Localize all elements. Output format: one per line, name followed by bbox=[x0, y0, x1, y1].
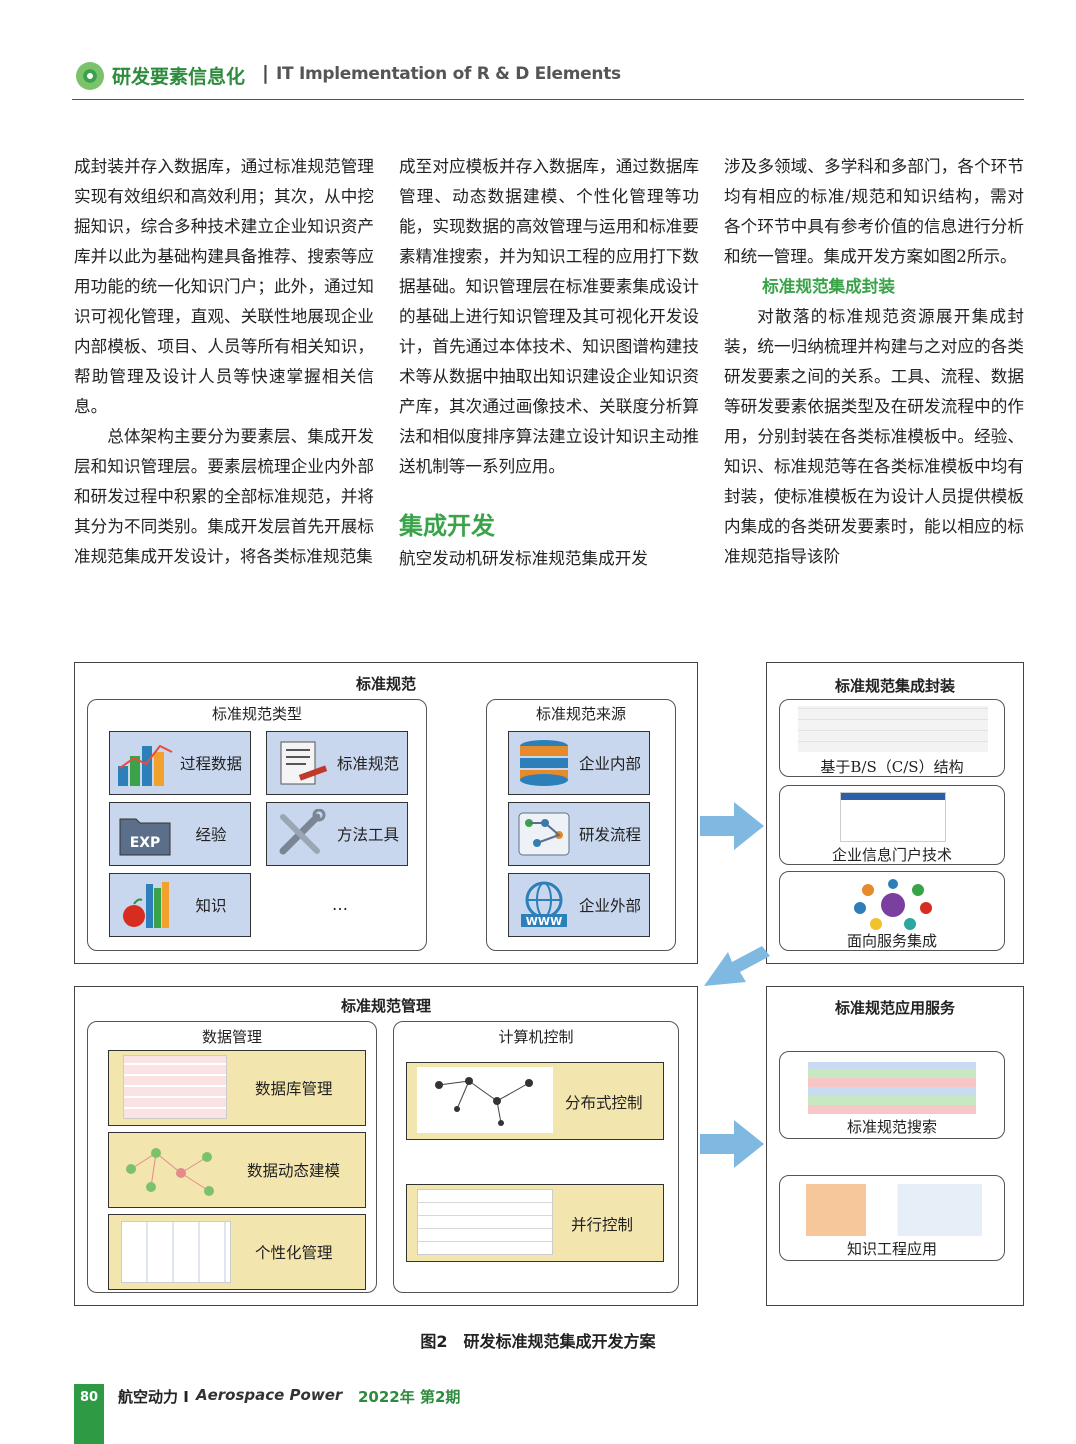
service-item-search: 标准规范搜索 bbox=[779, 1051, 1005, 1139]
service-integration-icon bbox=[854, 879, 932, 930]
type-tile-knowledge: 知识 bbox=[109, 873, 251, 937]
www-globe-icon: WWW bbox=[521, 881, 567, 928]
type-tile-method-tools: 方法工具 bbox=[266, 802, 408, 866]
subsection-heading: 标准规范集成封装 bbox=[762, 277, 895, 296]
computer-control-group: 计算机控制 分布式控制 并行控制 bbox=[393, 1021, 679, 1293]
source-tile-rd-process: 研发流程 bbox=[508, 802, 650, 866]
package-label: 基于B/S（C/S）结构 bbox=[820, 758, 964, 776]
section-heading: 集成开发 bbox=[399, 512, 495, 540]
source-tile-external: WWW 企业外部 bbox=[508, 873, 650, 937]
item-label: 并行控制 bbox=[571, 1216, 634, 1234]
bar-chart-icon bbox=[118, 744, 173, 786]
more-types-ellipsis: … bbox=[332, 895, 348, 914]
parallel-control-item: 并行控制 bbox=[406, 1184, 664, 1262]
svg-text:WWW: WWW bbox=[526, 915, 562, 928]
source-tile-internal: 企业内部 bbox=[508, 731, 650, 795]
architecture-diagram-thumbnail bbox=[798, 706, 988, 752]
paragraph: 总体架构主要分为要素层、集成开发层和知识管理层。要素层梳理企业内外部和研发过程中… bbox=[74, 427, 374, 566]
item-label: 数据库管理 bbox=[255, 1080, 333, 1098]
standard-management-box: 标准规范管理 数据管理 数据库管理 数据动态建模 个性 bbox=[74, 986, 698, 1306]
db-table-thumbnail bbox=[123, 1055, 227, 1119]
text-column-3: 涉及多领域、多学科和多部门，各个环节均有相应的标准/规范和知识结构，需对各个环节… bbox=[724, 152, 1024, 572]
service-label: 知识工程应用 bbox=[846, 1240, 937, 1258]
journal-logo-icon bbox=[76, 62, 104, 90]
arrow-right-icon bbox=[700, 802, 764, 850]
data-management-title: 数据管理 bbox=[201, 1028, 262, 1046]
portal-screenshot-thumbnail bbox=[840, 792, 946, 842]
computer-control-title: 计算机控制 bbox=[498, 1028, 574, 1046]
page-number: 80 bbox=[74, 1384, 104, 1444]
package-item-soa: 面向服务集成 bbox=[779, 871, 1005, 951]
journal-name-cn: 航空动力 I bbox=[118, 1388, 189, 1406]
arrow-left-down-icon bbox=[704, 946, 770, 986]
personalization-item: 个性化管理 bbox=[108, 1214, 366, 1290]
package-label: 企业信息门户技术 bbox=[831, 846, 952, 864]
type-tile-standard: 标准规范 bbox=[266, 731, 408, 795]
db-management-item: 数据库管理 bbox=[108, 1050, 366, 1126]
standard-types-group: 标准规范类型 过程数据 bbox=[87, 699, 427, 951]
exp-folder-icon: EXP bbox=[119, 818, 171, 856]
books-apple-icon bbox=[123, 882, 169, 928]
service-label: 标准规范搜索 bbox=[846, 1118, 937, 1136]
search-results-thumbnail bbox=[808, 1062, 976, 1114]
item-label: 个性化管理 bbox=[255, 1244, 333, 1262]
knowledge-flow-thumbnail bbox=[806, 1184, 982, 1236]
flow-diagram-thumbnail bbox=[121, 1221, 231, 1283]
service-item-knowledge-engineering: 知识工程应用 bbox=[779, 1175, 1005, 1261]
dynamic-modeling-item: 数据动态建模 bbox=[108, 1132, 366, 1208]
paragraph: 航空发动机研发标准规范集成开发 bbox=[399, 549, 648, 568]
package-label: 面向服务集成 bbox=[846, 932, 937, 950]
type-tile-process-data: 过程数据 bbox=[109, 731, 251, 795]
arrow-right-icon bbox=[700, 1120, 764, 1168]
packaging-title: 标准规范集成封装 bbox=[834, 677, 955, 695]
type-tile-experience: EXP 经验 bbox=[109, 802, 251, 866]
tile-label: 过程数据 bbox=[179, 755, 242, 773]
journal-issue: 2022年 第2期 bbox=[358, 1388, 461, 1406]
text-column-1: 成封装并存入数据库，通过标准规范管理实现有效组织和高效利用；其次，从中挖掘知识，… bbox=[74, 152, 374, 572]
paragraph: 成至对应模板并存入数据库，通过数据库管理、动态数据建模、个性化管理等功能，实现数… bbox=[399, 157, 699, 476]
item-label: 分布式控制 bbox=[565, 1094, 643, 1112]
tile-label: 方法工具 bbox=[336, 826, 399, 844]
distributed-network-icon bbox=[417, 1067, 553, 1133]
paragraph: 成封装并存入数据库，通过标准规范管理实现有效组织和高效利用；其次，从中挖掘知识，… bbox=[74, 157, 374, 416]
paragraph: 涉及多领域、多学科和多部门，各个环节均有相应的标准/规范和知识结构，需对各个环节… bbox=[724, 157, 1024, 266]
wrench-screwdriver-icon bbox=[279, 809, 326, 855]
section-title-cn: 研发要素信息化 bbox=[112, 66, 246, 88]
header-separator: | bbox=[262, 62, 269, 84]
package-item-bs-cs: 基于B/S（C/S）结构 bbox=[779, 699, 1005, 777]
text-column-2: 成至对应模板并存入数据库，通过数据库管理、动态数据建模、个性化管理等功能，实现数… bbox=[399, 152, 699, 574]
paragraph: 对散落的标准规范资源展开集成封装，统一归纳梳理并构建与之对应的各类研发要素之间的… bbox=[724, 307, 1024, 566]
tile-label: 企业内部 bbox=[578, 755, 641, 773]
tile-label: 研发流程 bbox=[578, 826, 641, 844]
page-header: 研发要素信息化 | IT Implementation of R & D Ele… bbox=[72, 58, 1024, 100]
tile-label: 企业外部 bbox=[578, 897, 641, 915]
standards-title: 标准规范 bbox=[355, 675, 416, 693]
section-title-en: IT Implementation of R & D Elements bbox=[276, 64, 621, 84]
item-label: 数据动态建模 bbox=[247, 1162, 341, 1180]
standards-box: 标准规范 标准规范类型 过程数据 bbox=[74, 662, 698, 964]
document-pen-icon bbox=[280, 741, 328, 785]
database-icon bbox=[520, 740, 568, 786]
distributed-control-item: 分布式控制 bbox=[406, 1062, 664, 1140]
standard-sources-title: 标准规范来源 bbox=[535, 705, 626, 723]
service-title: 标准规范应用服务 bbox=[834, 999, 955, 1017]
application-service-box: 标准规范应用服务 标准规范搜索 知识工程应用 bbox=[766, 986, 1024, 1306]
journal-name-en: Aerospace Power bbox=[196, 1386, 343, 1404]
standard-types-title: 标准规范类型 bbox=[211, 705, 302, 723]
package-item-portal: 企业信息门户技术 bbox=[779, 785, 1005, 865]
tile-label: 标准规范 bbox=[336, 755, 399, 773]
tile-label: 知识 bbox=[195, 897, 227, 915]
tile-label: 经验 bbox=[195, 826, 227, 844]
workflow-icon bbox=[518, 812, 570, 856]
data-management-group: 数据管理 数据库管理 数据动态建模 个性化管理 bbox=[87, 1021, 377, 1293]
svg-text:EXP: EXP bbox=[130, 835, 161, 851]
network-graph-icon bbox=[126, 1148, 214, 1196]
figure-caption: 图2 研发标准规范集成开发方案 bbox=[420, 1332, 656, 1351]
parallel-flow-thumbnail bbox=[417, 1189, 553, 1255]
management-title: 标准规范管理 bbox=[340, 997, 431, 1015]
standard-packaging-box: 标准规范集成封装 基于B/S（C/S）结构 企业信息门户技术 面向服务集成 bbox=[766, 662, 1024, 964]
standard-sources-group: 标准规范来源 企业内部 研发流程 bbox=[486, 699, 676, 951]
